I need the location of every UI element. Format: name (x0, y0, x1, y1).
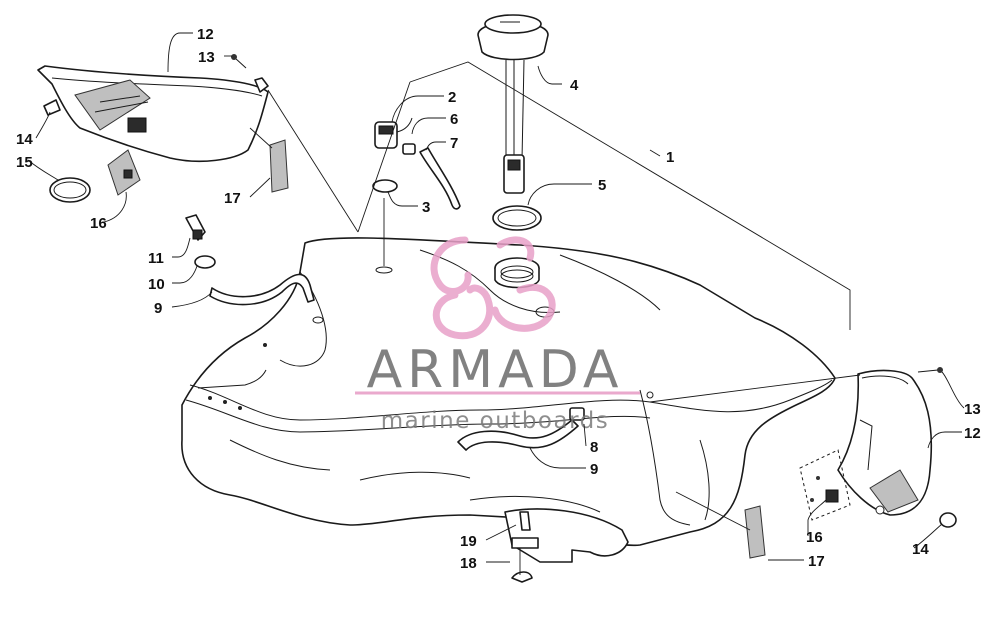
right-side-panel (837, 369, 933, 516)
vent-valve (372, 117, 461, 210)
left-sticker (269, 139, 289, 193)
callout-6: 6 (450, 111, 458, 128)
callout-12-right: 12 (964, 425, 981, 442)
callout-13-right: 13 (964, 401, 981, 418)
callout-5: 5 (598, 177, 606, 194)
callout-9-right: 9 (590, 461, 598, 478)
callout-14-right: 14 (912, 541, 929, 558)
callout-7: 7 (450, 135, 458, 152)
right-sticker (744, 505, 766, 559)
right-screw (917, 367, 943, 373)
left-bracket-plate (107, 149, 141, 196)
leader-lines (27, 32, 965, 575)
fuel-cap-sender (477, 14, 549, 194)
tank-bracket (504, 508, 629, 583)
watermark-title: ARMADA (367, 340, 624, 400)
right-grommet (939, 512, 957, 528)
callout-12-left: 12 (197, 26, 214, 43)
callout-10: 10 (148, 276, 165, 293)
callout-4: 4 (570, 77, 579, 94)
callout-16-left: 16 (90, 215, 107, 232)
callout-11: 11 (148, 250, 164, 267)
watermark-subtitle: marine outboards (381, 408, 609, 434)
callout-3: 3 (422, 199, 430, 216)
callout-19: 19 (460, 533, 477, 550)
callout-2: 2 (448, 89, 456, 106)
callout-18: 18 (460, 555, 477, 572)
filler-gasket (492, 205, 542, 231)
left-screw (231, 54, 247, 69)
left-grommet (43, 99, 61, 116)
callout-9-left: 9 (154, 300, 162, 317)
watermark-logo-mark (430, 236, 556, 340)
left-clamp (49, 177, 91, 203)
callout-15: 15 (16, 154, 33, 171)
right-bracket-plate (799, 449, 851, 521)
callout-16-right: 16 (806, 529, 823, 546)
callout-17-left: 17 (224, 190, 241, 207)
callout-1: 1 (666, 149, 674, 166)
filler-neck (494, 257, 540, 289)
left-vent-hose (185, 214, 315, 306)
right-vent-hose (457, 407, 585, 451)
callout-13-left: 13 (198, 49, 215, 66)
left-side-panel (37, 65, 269, 163)
callout-17-right: 17 (808, 553, 825, 570)
callout-8: 8 (590, 439, 598, 456)
callout-14-left: 14 (16, 131, 33, 148)
